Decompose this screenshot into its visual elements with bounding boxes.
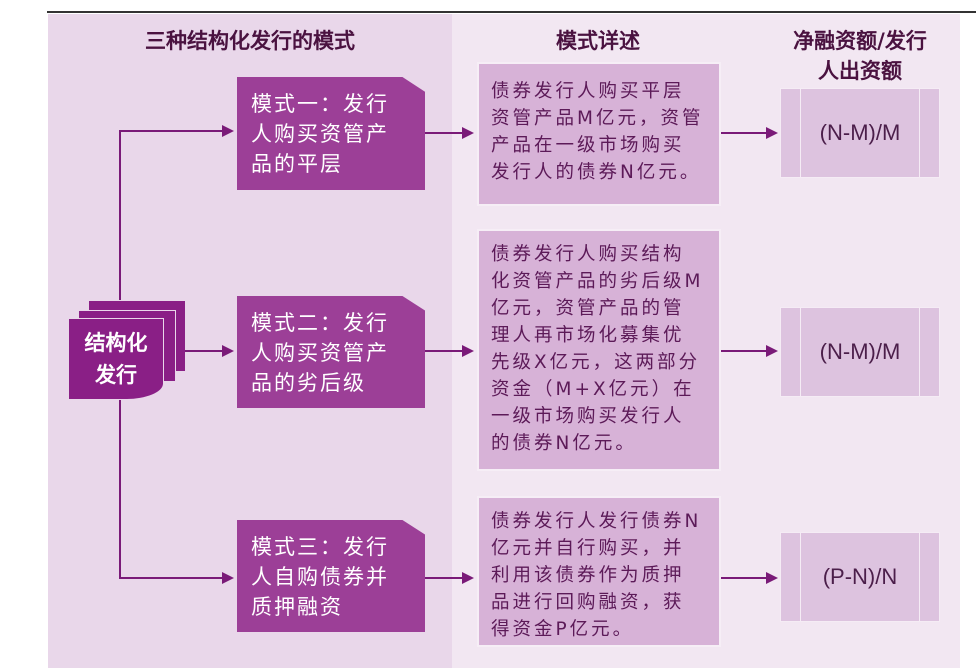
source-label: 结构化: [84, 331, 148, 355]
source-label: 发行: [95, 363, 137, 387]
arrow-icon: [766, 572, 778, 584]
mode-text: 模式二：发行: [251, 311, 389, 335]
detail-line: 债券发行人购买结构: [491, 244, 685, 265]
detail-line: 得资金P亿元。: [491, 619, 635, 640]
connector: [425, 350, 463, 352]
connector: [425, 132, 463, 134]
arrow-icon: [222, 345, 234, 357]
mode-text: 模式一：发行: [251, 92, 389, 116]
mode-3-ratio: (P-N)/N: [780, 532, 940, 622]
mode-3-detail: 债券发行人发行债券N 亿元并自行购买，并 利用该债券作为质押 品进行回购融资，获…: [477, 496, 721, 647]
header-ratio: 净融资额/发行 人出资额: [760, 26, 960, 86]
connector-mode2: [185, 350, 223, 352]
mode-2-detail: 债券发行人购买结构 化资管产品的劣后级M 亿元，资管产品的管 理人再市场化募集优…: [477, 229, 721, 471]
detail-line: 亿元，资管产品的管: [491, 298, 685, 319]
detail-line: 产品在一级市场购买: [491, 135, 685, 156]
detail-line: 品进行回购融资，获: [491, 592, 685, 613]
mode-text: 人购买资管产: [251, 341, 389, 365]
connector-down: [119, 400, 121, 578]
detail-line: 化资管产品的劣后级M: [491, 271, 704, 292]
arrow-icon: [222, 572, 234, 584]
detail-line: 先级X亿元，这两部分: [491, 352, 701, 373]
arrow-icon: [462, 572, 474, 584]
mode-1-box: 模式一：发行 人购买资管产 品的平层: [237, 77, 425, 190]
connector: [721, 577, 767, 579]
connector-mode3: [119, 577, 223, 579]
arrow-icon: [462, 345, 474, 357]
mode-text: 品的平层: [251, 152, 343, 176]
detail-line: 的债券N亿元。: [491, 433, 637, 454]
mode-3-box: 模式三：发行 人自购债券并 质押融资: [237, 520, 425, 632]
mode-2-ratio: (N-M)/M: [780, 307, 940, 397]
structured-issuance-doc: 结构化 发行: [68, 318, 164, 400]
connector-up: [119, 130, 121, 300]
detail-line: 利用该债券作为质押: [491, 565, 685, 586]
title-rule: [47, 11, 976, 13]
connector: [721, 132, 767, 134]
detail-line: 资管产品M亿元，资管: [491, 108, 704, 129]
detail-line: 理人再市场化募集优: [491, 325, 685, 346]
mode-2-box: 模式二：发行 人购买资管产 品的劣后级: [237, 296, 425, 408]
mode-text: 人自购债券并: [251, 565, 389, 589]
connector: [425, 577, 463, 579]
connector: [721, 350, 767, 352]
header-details: 模式详述: [556, 29, 640, 53]
mode-text: 人购买资管产: [251, 122, 389, 146]
mode-text: 模式三：发行: [251, 535, 389, 559]
arrow-icon: [766, 345, 778, 357]
detail-line: 一级市场购买发行人: [491, 406, 685, 427]
header-ratio-line: 净融资额/发行: [793, 29, 927, 53]
ratio-formula: (N-M)/M: [819, 120, 901, 145]
arrow-icon: [462, 127, 474, 139]
detail-line: 债券发行人购买平层: [491, 81, 685, 102]
ratio-formula: (P-N)/N: [822, 564, 898, 589]
mode-1-detail: 债券发行人购买平层 资管产品M亿元，资管 产品在一级市场购买 发行人的债券N亿元…: [477, 62, 721, 206]
detail-line: 资金（M+X亿元）在: [491, 379, 695, 400]
mode-text: 质押融资: [251, 595, 343, 619]
ratio-formula: (N-M)/M: [819, 339, 901, 364]
detail-line: 亿元并自行购买，并: [491, 538, 685, 559]
mode-text: 品的劣后级: [251, 371, 366, 395]
mode-1-ratio: (N-M)/M: [780, 88, 940, 178]
connector-mode1: [119, 130, 223, 132]
header-modes: 三种结构化发行的模式: [145, 29, 355, 53]
header-ratio-line: 人出资额: [818, 59, 902, 83]
detail-line: 债券发行人发行债券N: [491, 511, 702, 532]
arrow-icon: [222, 125, 234, 137]
detail-line: 发行人的债券N亿元。: [491, 162, 702, 183]
arrow-icon: [766, 127, 778, 139]
